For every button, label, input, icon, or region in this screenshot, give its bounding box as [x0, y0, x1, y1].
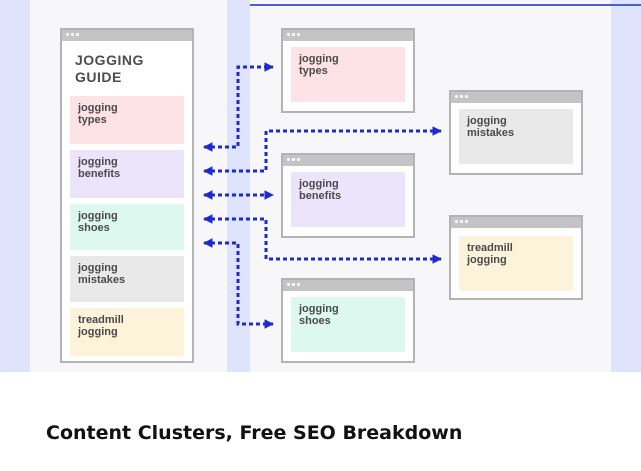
window-dots-icon	[455, 95, 468, 98]
cluster-card-types: jogging types	[291, 47, 405, 102]
cluster-diagram: JOGGING GUIDE jogging types jogging bene…	[0, 0, 641, 372]
window-dots-icon	[455, 220, 468, 223]
connector-arrows	[203, 62, 442, 329]
window-dots-icon	[66, 33, 79, 36]
guide-section-benefits: jogging benefits	[70, 150, 184, 198]
cluster-page-treadmill: treadmill jogging	[449, 215, 583, 300]
cluster-card-mistakes: jogging mistakes	[459, 109, 573, 164]
top-divider	[250, 4, 641, 6]
guide-section-treadmill: treadmill jogging	[70, 308, 184, 356]
arrow-types	[203, 62, 274, 152]
guide-section-mistakes: jogging mistakes	[70, 256, 184, 302]
guide-section-types: jogging types	[70, 96, 184, 144]
cluster-card-treadmill: treadmill jogging	[459, 236, 573, 291]
guide-section-shoes: jogging shoes	[70, 204, 184, 250]
window-title-bar	[451, 92, 581, 103]
window-title-bar	[283, 30, 413, 41]
guide-title: JOGGING GUIDE	[75, 52, 144, 85]
arrow-treadmill	[203, 214, 442, 264]
arrow-mistakes	[203, 126, 442, 176]
window-title-bar	[62, 30, 192, 41]
arrow-shoes	[203, 238, 274, 329]
window-dots-icon	[287, 33, 300, 36]
left-band	[0, 0, 30, 372]
cluster-card-shoes: jogging shoes	[291, 297, 405, 352]
cluster-page-shoes: jogging shoes	[281, 278, 415, 363]
pillar-page-window: JOGGING GUIDE jogging types jogging bene…	[60, 28, 194, 363]
cluster-page-mistakes: jogging mistakes	[449, 90, 583, 175]
article-title[interactable]: Content Clusters, Free SEO Breakdown	[46, 422, 463, 444]
window-title-bar	[283, 280, 413, 291]
window-title-bar	[451, 217, 581, 228]
right-band	[611, 0, 641, 372]
cluster-page-types: jogging types	[281, 28, 415, 113]
window-dots-icon	[287, 283, 300, 286]
